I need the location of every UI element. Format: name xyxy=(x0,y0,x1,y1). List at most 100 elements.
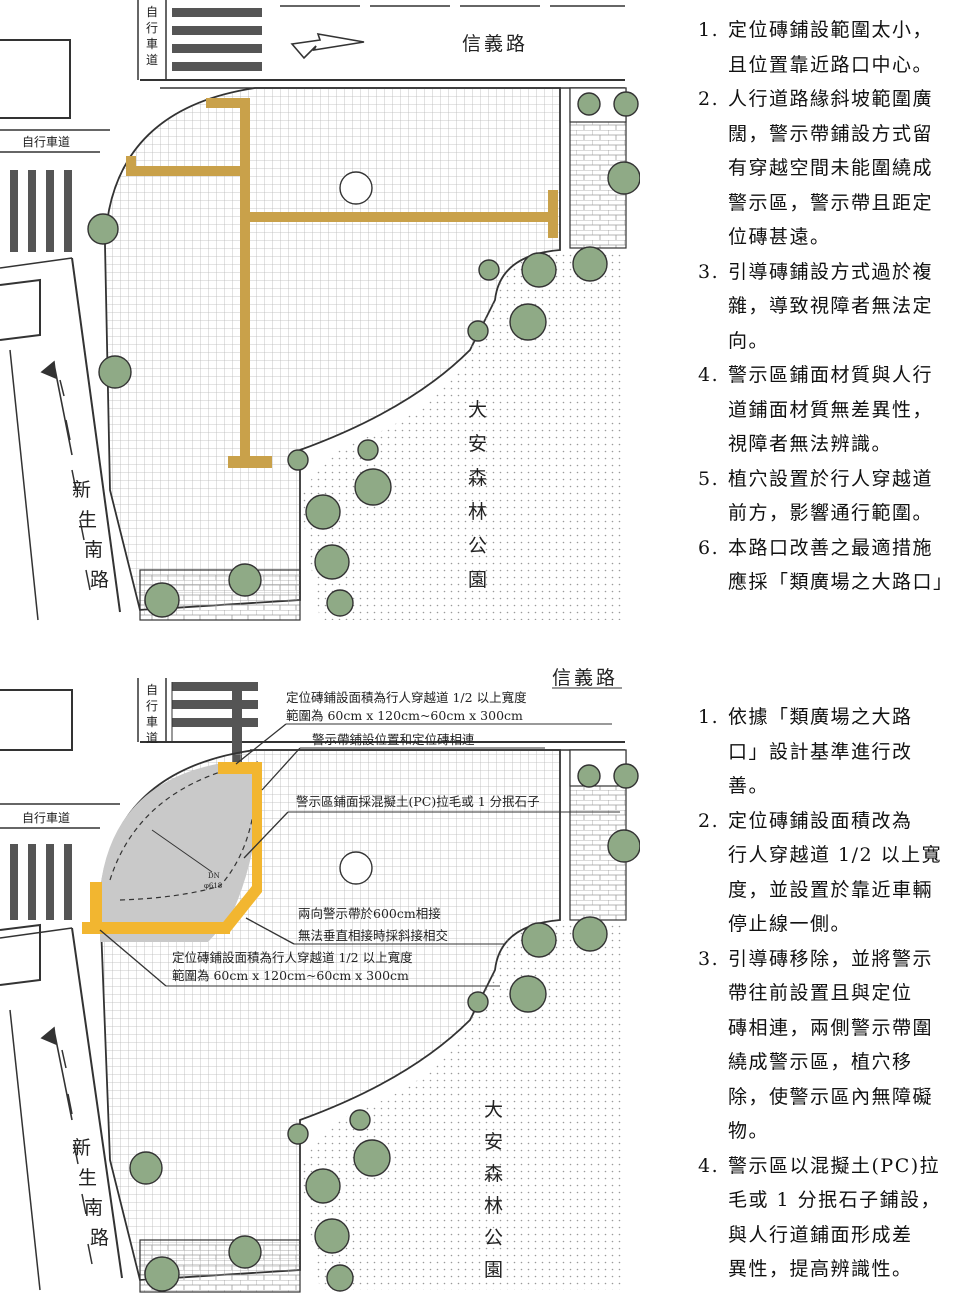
tree-icon xyxy=(129,1151,163,1185)
direction-arrow-icon xyxy=(40,1026,73,1121)
building-outline xyxy=(0,39,71,119)
tree-icon xyxy=(607,829,640,863)
note-number: 3. xyxy=(698,947,720,970)
note-number: 1. xyxy=(698,19,720,41)
note-item: 2.定位磚鋪設面積改為行人穿越道 1/2 以上寬度，並設置於靠近車輛停止線一側。 xyxy=(698,804,968,942)
note-line: 與人行道鋪面形成差 xyxy=(728,1223,913,1246)
note-line: 帶往前設置且與定位 xyxy=(728,982,913,1004)
road-label-left: 新 生 南 路 xyxy=(72,479,109,591)
round-feature xyxy=(339,171,373,205)
round-feature xyxy=(339,851,373,885)
tree-icon xyxy=(305,1168,341,1204)
tree-icon xyxy=(87,213,119,245)
tree-icon xyxy=(353,1139,391,1177)
note-item: 1.定位磚鋪設範圍太小，且位置靠近路口中心。 xyxy=(698,13,968,82)
park-label: 大 安 森 林 公 園 xyxy=(468,399,493,591)
dn-label: DN xyxy=(208,872,220,880)
annotations: 定位磚鋪設面積為行人穿越道 1/2 以上寬度 範圍為 60cm x 120cm~… xyxy=(99,690,620,987)
note-item: 2.人行道路緣斜坡範圍廣闊，警示帶鋪設方式留有穿越空間未能圍繞成警示區，警示帶且… xyxy=(698,82,968,255)
tree-icon xyxy=(354,468,392,506)
tree-icon xyxy=(613,763,639,789)
note-line: 異性，提高辨識性。 xyxy=(728,1258,913,1280)
note-line: 物。 xyxy=(728,1120,770,1142)
annotation-4-line1: 兩向警示帶於600cm相接 xyxy=(298,906,441,921)
tree-icon xyxy=(314,544,350,580)
note-line: 本路口改善之最適措施 xyxy=(728,536,934,559)
bike-lane-horizontal-label: 自行車道 xyxy=(22,135,70,149)
tree-icon xyxy=(98,355,132,389)
note-item: 3.引導磚移除，並將警示帶往前設置且與定位磚相連，兩側警示帶圍繞成警示區，植穴移… xyxy=(698,942,968,1149)
note-line: 向。 xyxy=(728,329,770,352)
tree-icon xyxy=(467,320,489,342)
tree-icon xyxy=(521,252,557,288)
trees xyxy=(129,763,640,1292)
building-outline xyxy=(0,278,41,341)
note-line: 植穴設置於行人穿越道 xyxy=(728,467,934,490)
warning-strip xyxy=(82,762,262,934)
note-line: 有穿越空間未能圍繞成 xyxy=(728,157,934,179)
existing-intersection-map: 自 行 車 道 自行車道 xyxy=(0,0,640,621)
note-line: 磚相連，兩側警示帶圍 xyxy=(728,1016,934,1039)
note-line: 闊，警示帶鋪設方式留 xyxy=(728,122,934,145)
note-line: 依據「類廣場之大路 xyxy=(728,706,913,728)
existing-condition-panel: 自 行 車 道 自行車道 xyxy=(0,0,974,640)
tree-icon xyxy=(314,1218,350,1254)
note-number: 2. xyxy=(698,88,720,110)
tree-icon xyxy=(607,161,640,195)
crosswalk-top xyxy=(172,8,262,71)
tree-icon xyxy=(144,1256,180,1292)
note-line: 人行道路緣斜坡範圍廣 xyxy=(728,88,934,110)
bike-lane-vertical-label: 自 行 車 道 xyxy=(146,5,162,67)
tree-icon xyxy=(478,259,500,281)
tree-icon xyxy=(357,439,379,461)
note-line: 善。 xyxy=(728,775,770,797)
note-number: 4. xyxy=(698,1154,720,1177)
tree-icon xyxy=(509,975,547,1013)
dn-value: φ618 xyxy=(204,882,222,890)
existing-issues-list: 1.定位磚鋪設範圍太小，且位置靠近路口中心。2.人行道路緣斜坡範圍廣闊，警示帶鋪… xyxy=(698,13,968,600)
improvement-panel: 自 行 車 道 自行車道 xyxy=(0,650,974,1302)
note-line: 除，使警示區內無障礙 xyxy=(728,1085,934,1108)
tree-icon xyxy=(287,1123,309,1145)
annotation-3: 警示區鋪面採混擬土(PC)拉毛或 1 分抿石子 xyxy=(296,794,540,809)
tree-icon xyxy=(572,246,608,282)
note-line: 前方，影響通行範圍。 xyxy=(728,502,934,524)
trees xyxy=(87,91,640,618)
note-number: 3. xyxy=(698,260,720,283)
note-number: 6. xyxy=(698,536,720,559)
crosswalk-left xyxy=(10,170,72,252)
warning-zone xyxy=(100,762,261,942)
note-line: 行人穿越道 1/2 以上寬 xyxy=(728,844,943,866)
road-label-top: 信義路 xyxy=(552,667,618,689)
note-item: 5.植穴設置於行人穿越道前方，影響通行範圍。 xyxy=(698,462,968,531)
park-area xyxy=(300,250,625,620)
note-line: 道鋪面材質無差異性， xyxy=(728,398,934,421)
improvement-measures-list: 1.依據「類廣場之大路口」設計基準進行改善。2.定位磚鋪設面積改為行人穿越道 1… xyxy=(698,700,968,1287)
tree-icon xyxy=(509,303,547,341)
annotation-1-line2: 範圍為 60cm x 120cm~60cm x 300cm xyxy=(286,708,523,723)
note-line: 引導磚移除，並將警示 xyxy=(728,947,934,970)
park-area xyxy=(300,920,625,1290)
note-line: 警示區鋪面材質與人行 xyxy=(728,364,934,386)
note-number: 4. xyxy=(698,364,720,386)
bike-lane-horizontal-label: 自行車道 xyxy=(22,811,70,825)
note-line: 警示區以混擬土(PC)拉 xyxy=(728,1154,941,1177)
tree-icon xyxy=(349,1109,371,1131)
tree-icon xyxy=(577,764,601,788)
tree-icon xyxy=(144,582,180,618)
note-line: 引導磚鋪設方式過於複 xyxy=(728,260,934,283)
tree-icon xyxy=(467,991,489,1013)
park-label: 大 安 森 林 公 園 xyxy=(484,1099,509,1281)
note-number: 1. xyxy=(698,706,720,728)
note-line: 視障者無法辨識。 xyxy=(728,433,893,455)
note-item: 3.引導磚鋪設方式過於複雜，導致視障者無法定向。 xyxy=(698,255,968,359)
tree-icon xyxy=(613,91,639,117)
tactile-guide-paving xyxy=(126,98,558,468)
improved-intersection-map: 自 行 車 道 自行車道 xyxy=(0,667,640,1293)
note-number: 2. xyxy=(698,809,720,832)
tree-icon xyxy=(326,589,354,617)
road-label-top: 信義路 xyxy=(462,33,528,55)
note-line: 定位磚鋪設範圍太小， xyxy=(728,19,934,41)
note-line: 停止線一側。 xyxy=(728,913,852,935)
annotation-1-line1: 定位磚鋪設面積為行人穿越道 1/2 以上寬度 xyxy=(286,690,527,705)
